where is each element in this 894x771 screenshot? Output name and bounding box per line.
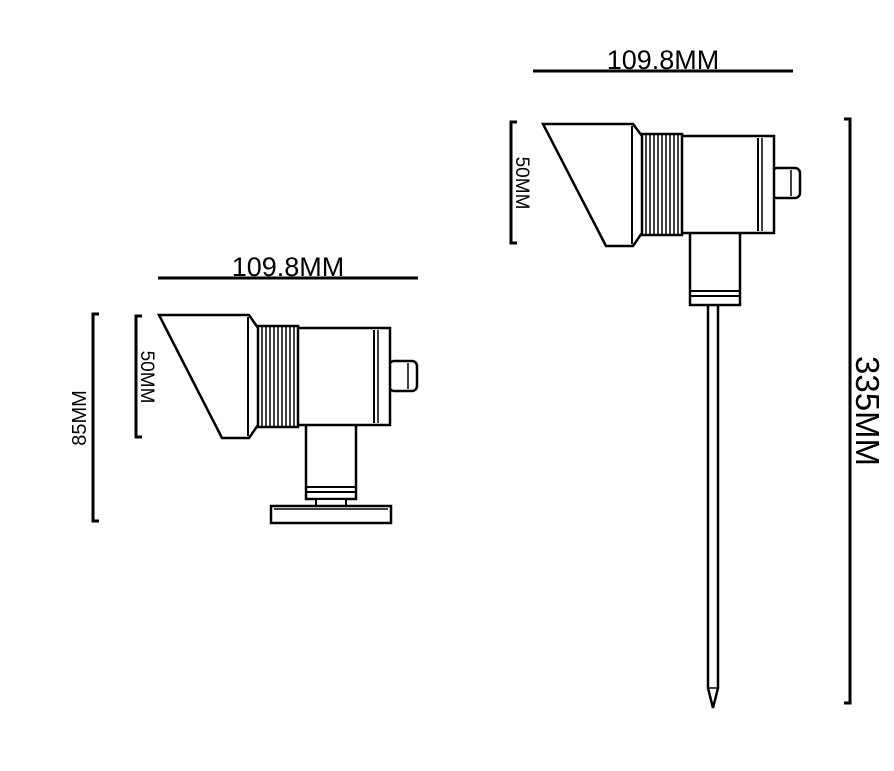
right-stem	[688, 228, 742, 307]
right-width-dimension: 109.8MM	[533, 45, 793, 75]
left-total-height-label: 85MM	[69, 390, 91, 446]
right-head-height-dimension: 50MM	[509, 120, 532, 245]
right-ground-spike	[706, 304, 720, 709]
left-width-dimension: 109.8MM	[158, 252, 418, 282]
left-stem	[304, 422, 358, 507]
left-fixture: 109.8MM 85MM 50MM	[69, 252, 419, 525]
right-total-height-label: 335MM	[849, 356, 886, 466]
left-main-body	[294, 326, 392, 427]
right-total-height-dimension: 335MM	[844, 117, 886, 705]
right-width-label: 109.8MM	[607, 45, 720, 75]
right-main-body	[678, 134, 776, 235]
right-rear-knob	[770, 166, 802, 200]
right-cooling-fins	[638, 132, 684, 237]
left-total-height-dimension: 85MM	[69, 312, 99, 523]
left-head-height-label: 50MM	[136, 351, 157, 404]
left-width-label: 109.8MM	[232, 252, 345, 282]
left-flange-base	[269, 504, 393, 525]
left-head-height-dimension: 50MM	[134, 314, 157, 439]
right-head-height-label: 50MM	[511, 157, 532, 210]
right-fixture: 109.8MM 50MM 335MM	[509, 45, 886, 709]
left-cooling-fins	[254, 324, 300, 429]
right-glare-shield	[540, 122, 644, 248]
left-glare-shield	[156, 313, 260, 440]
left-rear-knob	[387, 359, 419, 393]
